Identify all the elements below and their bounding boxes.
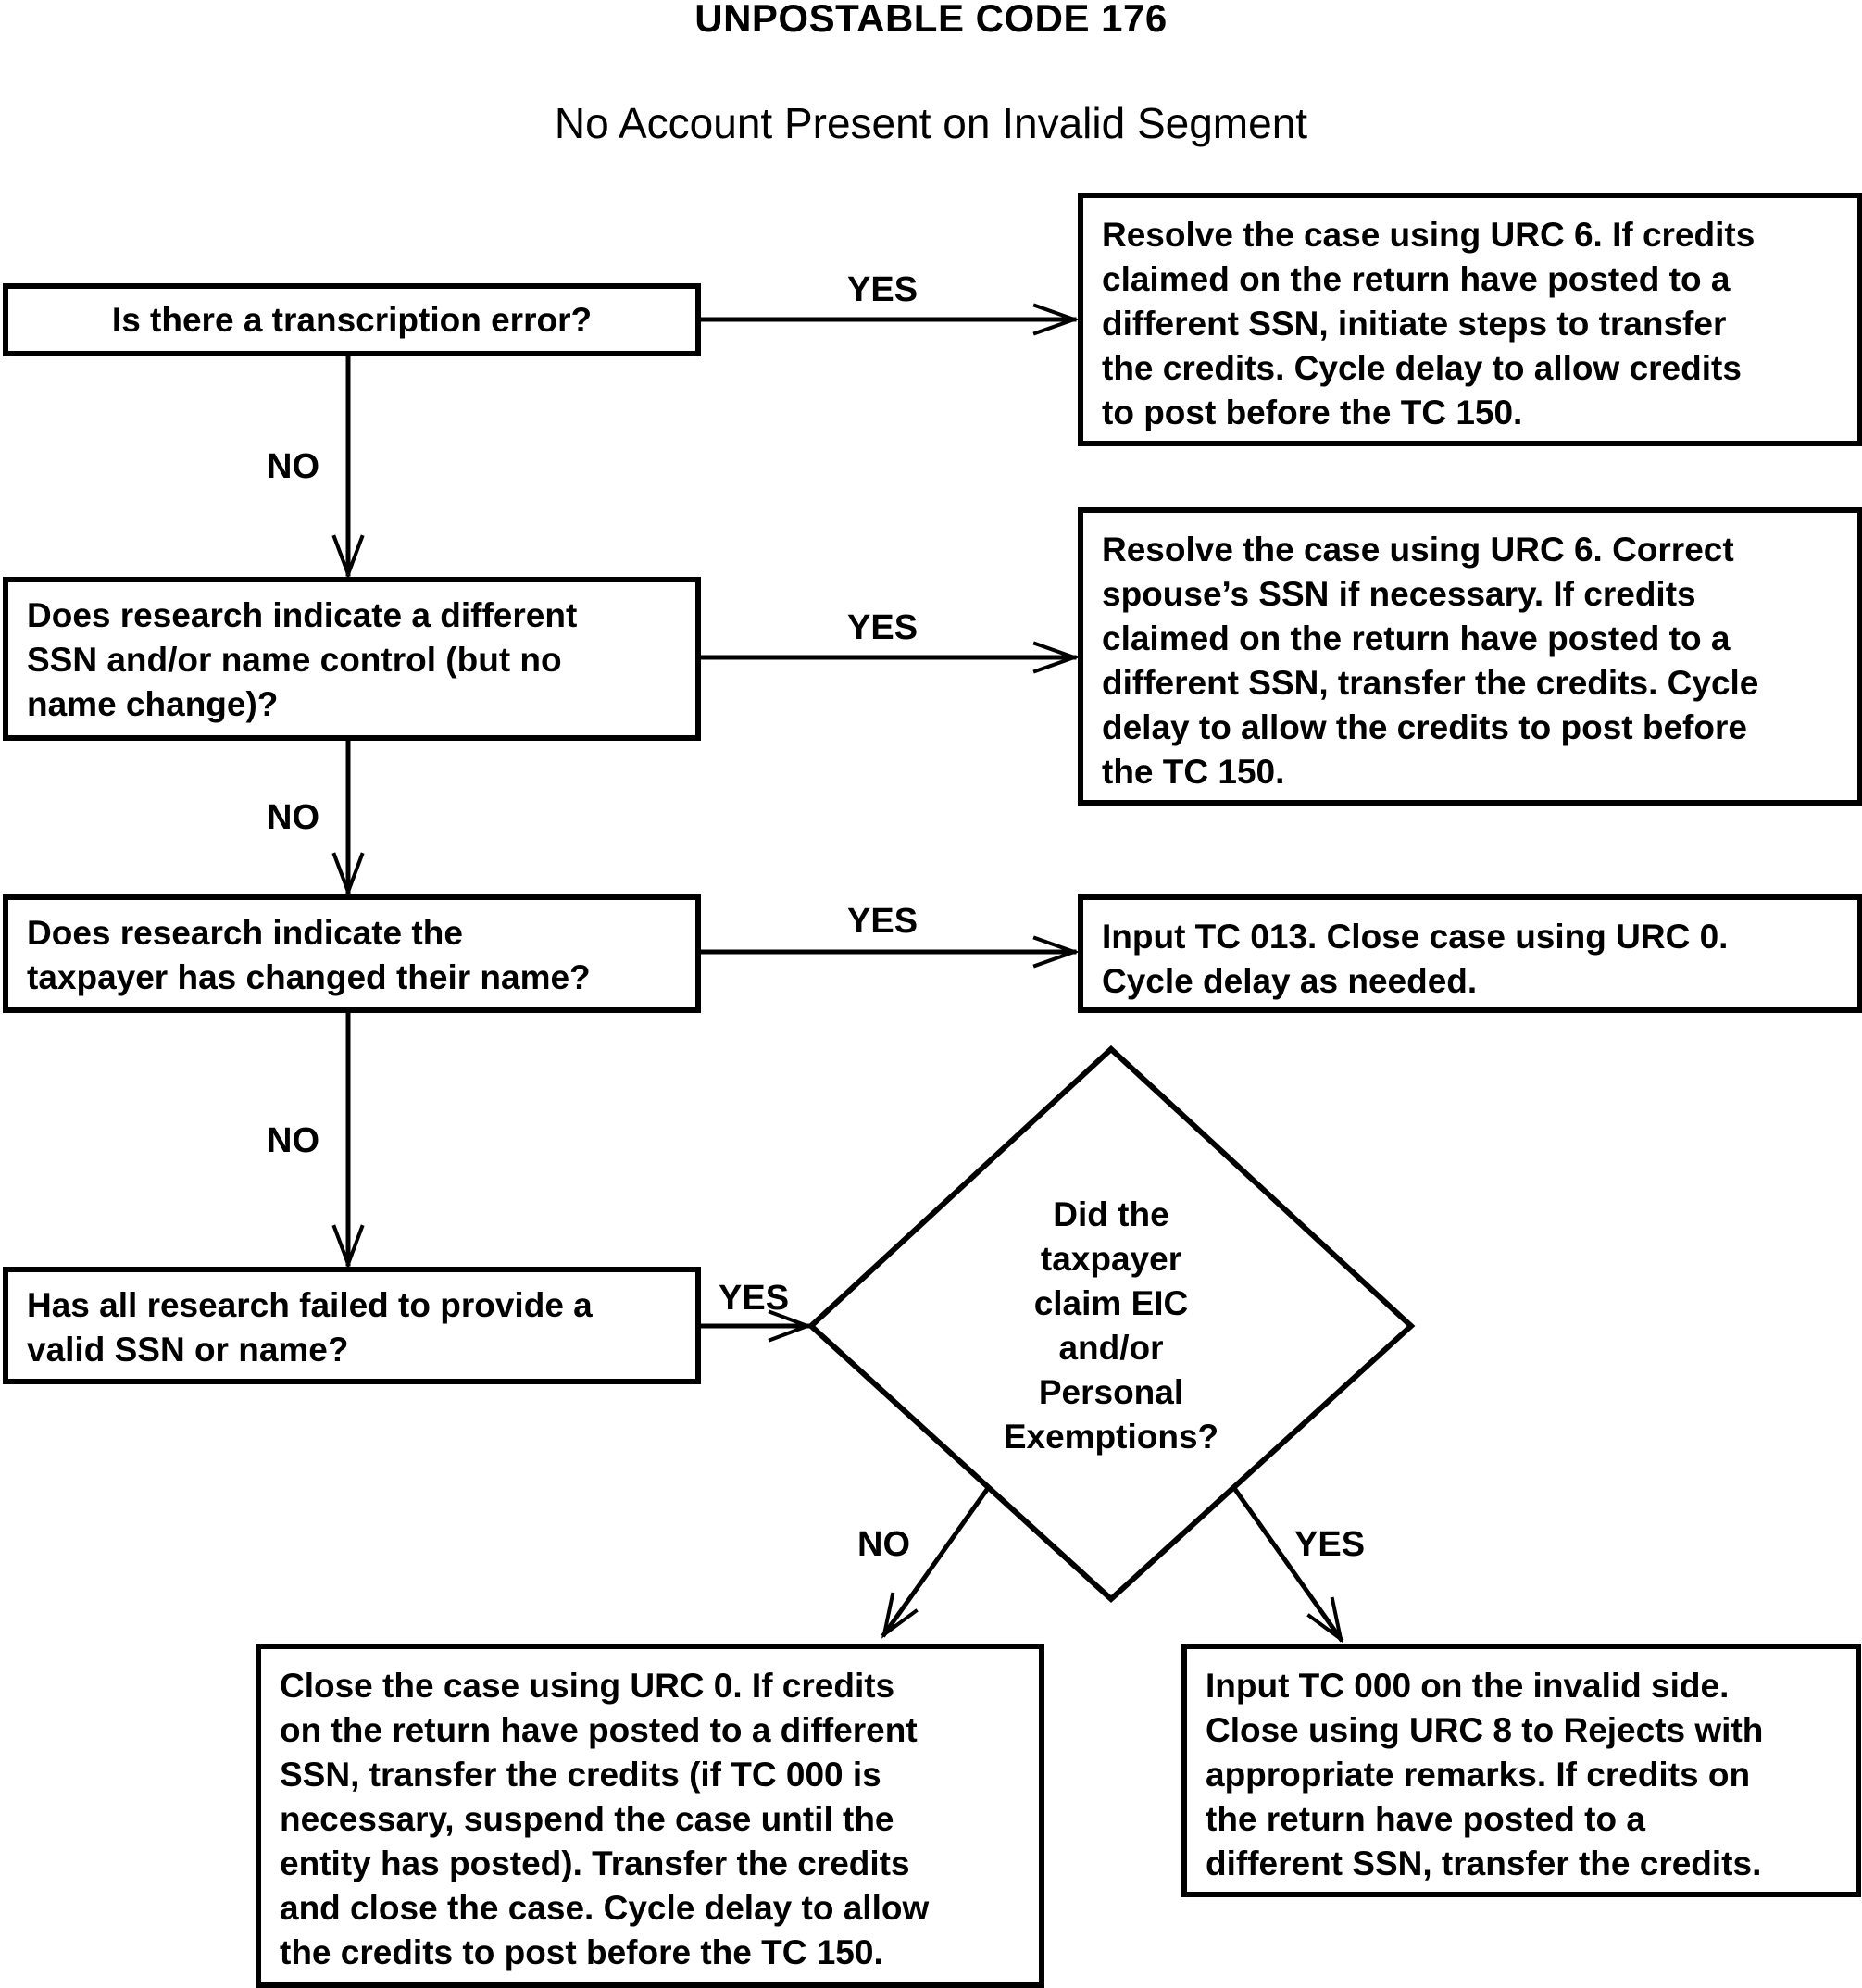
arrowhead-q1-no [331,534,365,580]
decision-diamond [806,1044,1416,1604]
yes-label-q4: YES [719,1279,790,1318]
yes-label-q3: YES [847,902,919,941]
yes-label-q5: YES [1294,1525,1366,1564]
action-text: Input TC 013. Close case using URC 0. Cy… [1102,918,1729,1000]
question-text: Has all research failed to provide a val… [27,1286,593,1369]
arrow-q5-no [881,1487,990,1638]
action-box-input-tc000: Input TC 000 on the invalid side. Close … [1181,1644,1861,1897]
action-box-resolve-urc6-spouse: Resolve the case using URC 6. Correct sp… [1078,507,1862,806]
no-label-q3: NO [267,1121,319,1160]
page-subtitle: No Account Present on Invalid Segment [554,99,1308,147]
question-text: Does research indicate the taxpayer has … [27,914,591,996]
yes-label-q1: YES [847,270,919,309]
question-text: Is there a transcription error? [111,300,593,339]
no-label-q1: NO [267,447,319,486]
arrowhead-q1-yes [1032,303,1080,336]
decision-diamond-text: Did the taxpayer claim EIC and/or Person… [1003,1195,1219,1456]
arrowhead-q3-yes [1032,935,1080,969]
action-box-resolve-urc6-transcription: Resolve the case using URC 6. If credits… [1078,193,1862,446]
action-text: Resolve the case using URC 6. If credits… [1102,216,1756,431]
no-label-q2: NO [267,798,319,837]
action-text: Close the case using URC 0. If credits o… [280,1667,930,1971]
question-box-different-ssn: Does research indicate a different SSN a… [3,577,701,741]
arrowhead-q2-yes [1032,641,1080,674]
action-box-input-tc013: Input TC 013. Close case using URC 0. Cy… [1078,894,1862,1013]
no-label-q5: NO [857,1525,910,1564]
question-text: Does research indicate a different SSN a… [27,596,578,723]
page-title: UNPOSTABLE CODE 176 [694,0,1168,40]
arrowhead-q5-yes [1306,1596,1344,1644]
arrowhead-q5-no [881,1592,919,1639]
yes-label-q2: YES [847,608,919,647]
question-box-transcription-error: Is there a transcription error? [3,283,701,356]
question-box-research-failed: Has all research failed to provide a val… [3,1267,701,1384]
action-box-close-urc0: Close the case using URC 0. If credits o… [256,1644,1044,1988]
question-box-name-change: Does research indicate the taxpayer has … [3,894,701,1013]
action-text: Input TC 000 on the invalid side. Close … [1206,1667,1764,1882]
action-text: Resolve the case using URC 6. Correct sp… [1102,531,1759,791]
arrow-q5-yes [1232,1487,1344,1643]
arrowhead-q3-no [331,1224,365,1269]
arrowhead-q2-no [331,852,365,897]
